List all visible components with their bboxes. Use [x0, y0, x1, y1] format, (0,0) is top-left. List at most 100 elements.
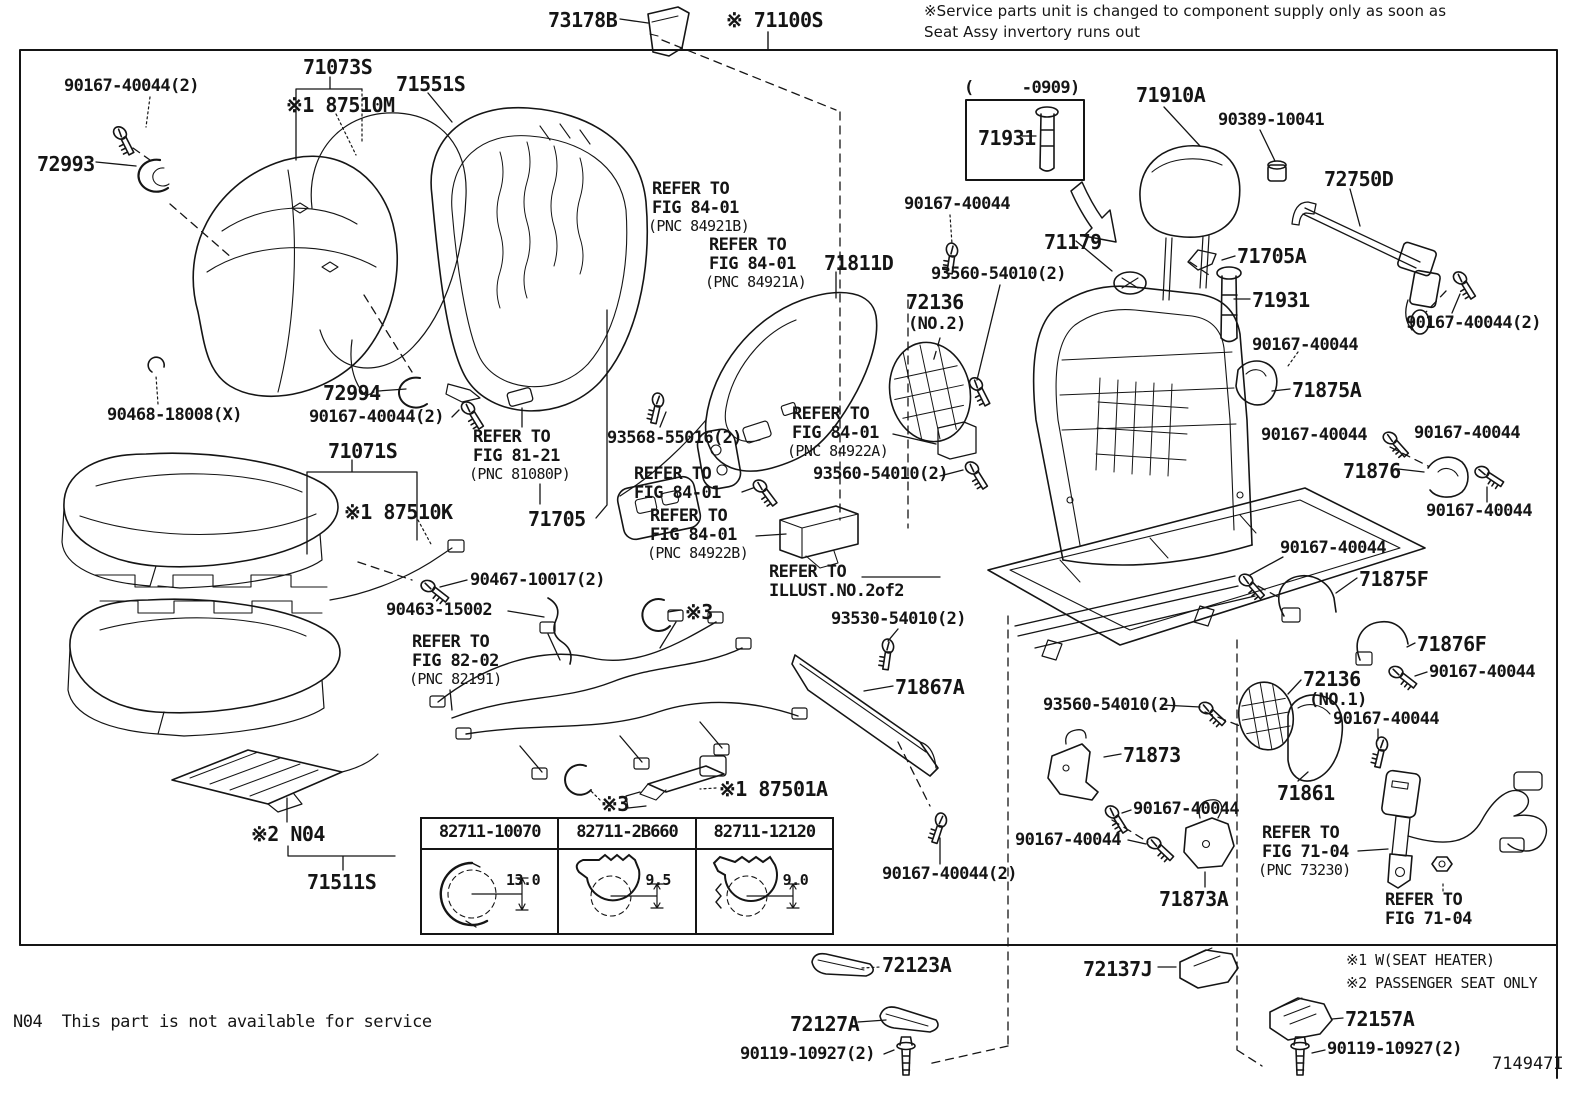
- label-screw-93530: 93530-54010(2): [831, 609, 966, 629]
- footer-n04-note: N04 This part is not available for servi…: [13, 1012, 432, 1032]
- label-part-71875f: 71875F: [1359, 567, 1429, 591]
- label-part-72136-no2-sub: (NO.2): [908, 314, 966, 334]
- clamp-part-number-2: 82711-2B660: [559, 819, 695, 850]
- label-screw-90167-r4: 90167-40044: [1280, 538, 1387, 558]
- label-ref-8401-b2: FIG 84-01: [652, 198, 739, 218]
- service-note-line1: ※Service parts unit is changed to compon…: [924, 2, 1447, 20]
- label-part-87510m: ※1 87510M: [286, 93, 395, 117]
- label-screw-90467: 90467-10017(2): [470, 570, 605, 590]
- label-bolt-90119-left: 90119-10927(2): [740, 1044, 875, 1064]
- label-screw-90167-r7: 90167-40044: [1133, 799, 1240, 819]
- label-ref-8401-c2: FIG 84-01: [792, 423, 879, 443]
- label-part-72123a: 72123A: [882, 953, 952, 977]
- clamp-table-marker: ※3: [601, 792, 629, 816]
- label-part-72136-no1: 72136: [1303, 667, 1361, 691]
- label-screw-90167-r5: 90167-40044: [1429, 662, 1536, 682]
- label-ref-8401-d1: REFER TO: [634, 464, 712, 484]
- label-ring-90468: 90468-18008(X): [107, 405, 242, 425]
- label-variant-0909: ( -0909): [964, 78, 1080, 98]
- label-part-71931-inset: 71931: [978, 126, 1036, 150]
- label-part-71873: 71873: [1123, 743, 1181, 767]
- label-screw-90389: 90389-10041: [1218, 110, 1325, 130]
- label-part-87510k: ※1 87510K: [344, 500, 453, 524]
- label-part-71071s: 71071S: [328, 439, 398, 463]
- clamp-icon-1: [439, 861, 529, 928]
- label-part-71910a: 71910A: [1136, 83, 1206, 107]
- label-screw-90167-r6: 90167-40044: [1333, 709, 1440, 729]
- label-part-72136-no2: 72136: [906, 290, 964, 314]
- label-ref-8202-3: (PNC 82191): [409, 670, 502, 688]
- label-ref-7104-a2: FIG 71-04: [1262, 842, 1349, 862]
- label-ref-7104-b2: FIG 71-04: [1385, 909, 1472, 929]
- label-part-72157a: 72157A: [1345, 1007, 1415, 1031]
- clamp-icon-2: [576, 853, 664, 917]
- label-part-71179: 71179: [1044, 230, 1102, 254]
- label-part-71811d: 71811D: [824, 251, 894, 275]
- label-ref-8121-2: FIG 81-21: [473, 446, 560, 466]
- label-screw-90167-72994: 90167-40044(2): [309, 407, 444, 427]
- label-ref-illust-1: REFER TO: [769, 562, 847, 582]
- clamp-dimension-3: 9.0: [782, 871, 809, 889]
- label-part-71705a: 71705A: [1237, 244, 1307, 268]
- label-ref-illust-2: ILLUST.NO.2of2: [769, 581, 904, 601]
- label-part-72750d: 72750D: [1324, 167, 1394, 191]
- clamp-part-number-3: 82711-12120: [696, 819, 832, 850]
- label-part-71705: 71705: [528, 507, 586, 531]
- label-part-72137j: 72137J: [1083, 957, 1153, 981]
- label-ref-7104-b1: REFER TO: [1385, 890, 1463, 910]
- label-marker-3-upper: ※3: [685, 600, 713, 624]
- label-screw-90167-r8: 90167-40044: [1015, 830, 1122, 850]
- label-ref-7104-a3: (PNC 73230): [1258, 861, 1351, 879]
- label-ref-8401-b1: REFER TO: [652, 179, 730, 199]
- label-ref-8121-3: (PNC 81080P): [469, 465, 571, 483]
- label-screw-90167-r9: 90167-40044(2): [882, 864, 1017, 884]
- label-part-71931-right: 71931: [1252, 288, 1310, 312]
- label-ref-8401-e2: FIG 84-01: [650, 525, 737, 545]
- label-screw-90167-r1: 90167-40044: [1261, 425, 1368, 445]
- label-screw-90167-75a: 90167-40044: [1252, 335, 1359, 355]
- label-screw-93560-top: 93560-54010(2): [931, 264, 1066, 284]
- clamp-column-1: 82711-10070 13.0: [422, 819, 560, 933]
- clamp-icon-3: [712, 855, 800, 917]
- label-ref-8401-e3: (PNC 84922B): [647, 544, 749, 562]
- label-screw-93568: 93568-55016(2): [607, 428, 742, 448]
- label-ref-8401-b3: (PNC 84921B): [648, 217, 750, 235]
- label-ref-8401-a2: FIG 84-01: [709, 254, 796, 274]
- label-screw-90167-tl: 90167-40044(2): [64, 76, 199, 96]
- service-note-line2: Seat Assy invertory runs out: [924, 23, 1141, 41]
- label-part-71867a: 71867A: [895, 675, 965, 699]
- label-screw-90167-tr: 90167-40044(2): [1406, 313, 1541, 333]
- label-part-72994: 72994: [323, 381, 381, 405]
- label-screw-90167-r3: 90167-40044: [1426, 501, 1533, 521]
- label-ref-8401-c3: (PNC 84922A): [787, 442, 889, 460]
- clamp-size-table: 82711-10070 13.0 82711-2B660 9.: [420, 817, 834, 935]
- label-part-72136-no1-sub: (NO.1): [1309, 690, 1367, 710]
- label-part-71876: 71876: [1343, 459, 1401, 483]
- label-ref-7104-a1: REFER TO: [1262, 823, 1340, 843]
- label-part-71551s: 71551S: [396, 72, 466, 96]
- label-ref-8401-d2: FIG 84-01: [634, 483, 721, 503]
- diagram-code: 714947I: [1492, 1054, 1564, 1074]
- label-part-73178b: 73178B: [548, 8, 618, 32]
- label-part-71511s: 71511S: [307, 870, 377, 894]
- label-screw-93560-low: 93560-54010(2): [1043, 695, 1178, 715]
- label-part-71100s: ※ 71100S: [726, 8, 824, 32]
- label-part-72993: 72993: [37, 152, 95, 176]
- label-ref-8401-e1: REFER TO: [650, 506, 728, 526]
- label-part-72127a: 72127A: [790, 1012, 860, 1036]
- label-wire-90463: 90463-15002: [386, 600, 493, 620]
- label-bolt-90119-right: 90119-10927(2): [1327, 1039, 1462, 1059]
- clamp-dimension-2: 9.5: [645, 871, 671, 889]
- legend-seat-heater: ※1 W(SEAT HEATER): [1346, 951, 1495, 969]
- label-ref-8401-a3: (PNC 84921A): [705, 273, 807, 291]
- label-screw-90167-r2: 90167-40044: [1414, 423, 1521, 443]
- label-part-71875a: 71875A: [1292, 378, 1362, 402]
- label-part-71861: 71861: [1277, 781, 1335, 805]
- clamp-column-3: 82711-12120 9.0: [696, 819, 832, 933]
- label-screw-90167-ct: 90167-40044: [904, 194, 1011, 214]
- label-part-71873a: 71873A: [1159, 887, 1229, 911]
- legend-passenger-only: ※2 PASSENGER SEAT ONLY: [1346, 974, 1538, 992]
- label-screw-93560-mid: 93560-54010(2): [813, 464, 948, 484]
